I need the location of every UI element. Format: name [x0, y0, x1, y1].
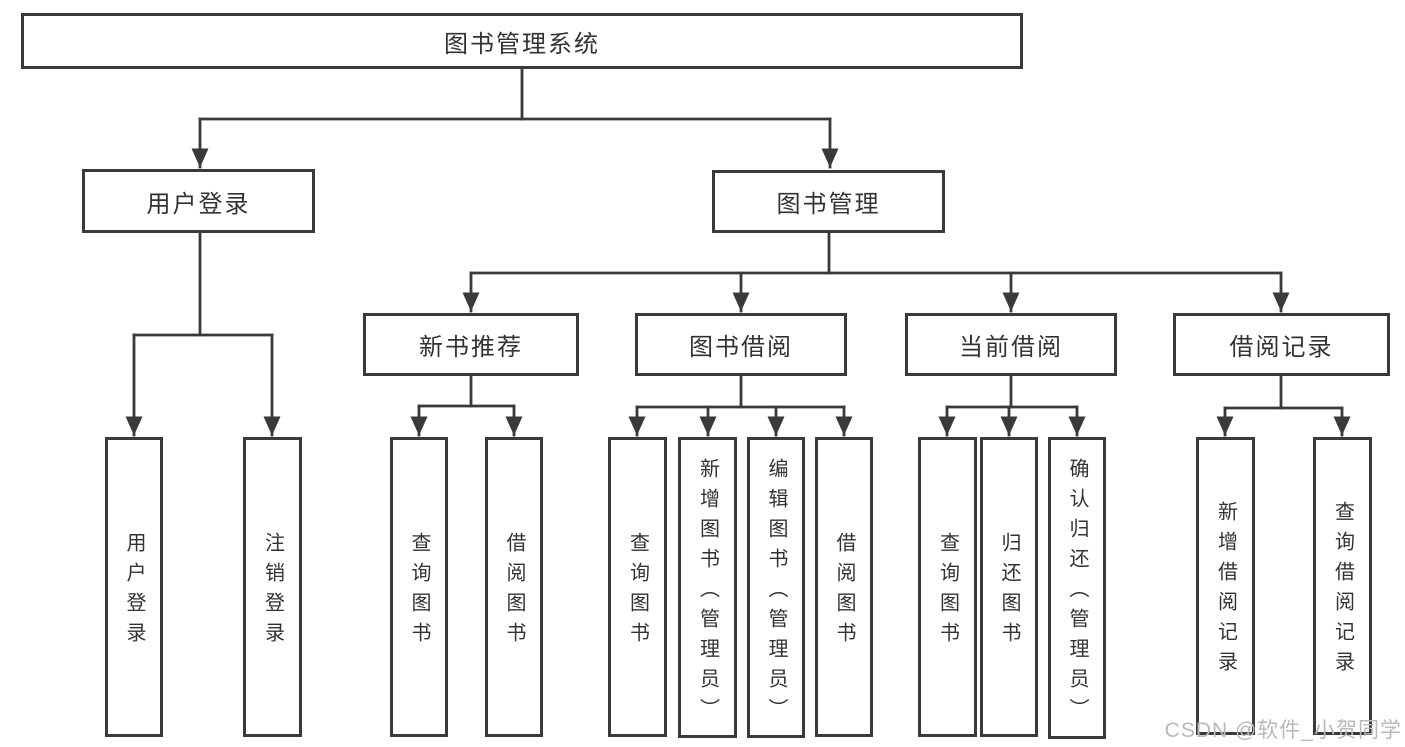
node-leaf-query-books-current: 查询图书	[918, 437, 977, 737]
node-book-borrowing: 图书借阅	[635, 313, 847, 376]
node-leaf-return-books: 归还图书	[980, 437, 1038, 737]
node-leaf-borrow-books-recommend: 借阅图书	[485, 437, 543, 737]
node-user-login: 用户登录	[82, 169, 315, 233]
tree-connectors	[125, 67, 1351, 437]
node-leaf-edit-books-admin: 编辑图书（管理员）	[747, 437, 805, 738]
node-leaf-add-books-admin: 新增图书（管理员）	[678, 437, 737, 738]
node-leaf-confirm-return-admin: 确认归还（管理员）	[1048, 437, 1106, 739]
node-root-library-system: 图书管理系统	[21, 13, 1023, 69]
node-new-book-recommend: 新书推荐	[363, 313, 579, 376]
node-book-management: 图书管理	[712, 170, 945, 233]
csdn-watermark: CSDN @软件_小贺同学	[1164, 719, 1402, 742]
node-current-borrowing: 当前借阅	[905, 313, 1117, 376]
node-leaf-borrow-books: 借阅图书	[815, 437, 873, 737]
node-leaf-user-login: 用户登录	[105, 437, 163, 737]
node-leaf-query-borrow-record: 查询借阅记录	[1313, 437, 1372, 735]
node-leaf-logout: 注销登录	[243, 437, 302, 737]
node-leaf-add-borrow-record: 新增借阅记录	[1196, 437, 1255, 735]
node-leaf-query-books-recommend: 查询图书	[390, 437, 448, 737]
node-leaf-query-books-borrowing: 查询图书	[608, 437, 667, 737]
node-borrowing-records: 借阅记录	[1173, 313, 1390, 376]
